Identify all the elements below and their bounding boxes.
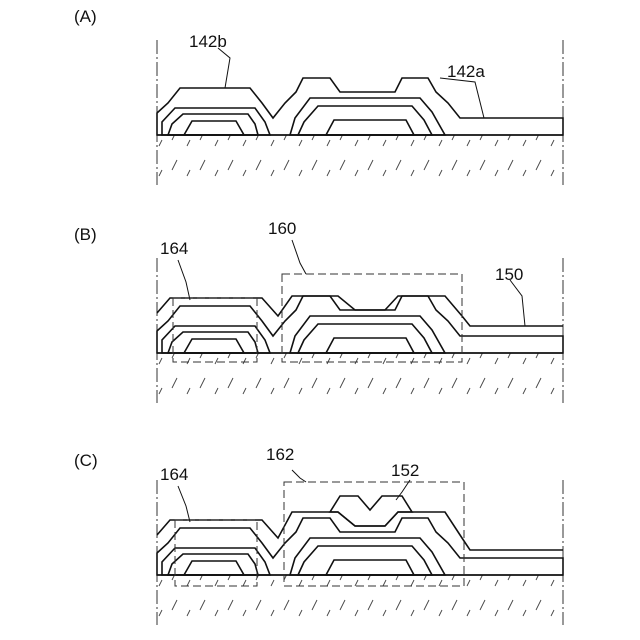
leader-160 [292,240,306,274]
leader-142a [440,78,484,118]
top-layer [157,512,563,550]
callout-164: 164 [160,465,188,484]
leader-164 [178,486,190,522]
panel-label-c: (C) [74,451,98,470]
callout-142a: 142a [447,62,485,81]
leader-162 [292,470,306,482]
panel-b: (B) 164 160 150 [74,219,563,403]
leader-164 [178,260,190,300]
panel-label-a: (A) [74,7,97,26]
layer-150 [157,296,563,326]
callout-152: 152 [391,461,419,480]
panel-a: (A) 142b 142a [74,7,563,185]
callout-162: 162 [266,445,294,464]
leader-142b [218,48,230,88]
panel-label-b: (B) [74,225,97,244]
callout-150: 150 [495,265,523,284]
callout-160: 160 [268,219,296,238]
leader-150 [510,280,525,326]
callout-142b: 142b [189,32,227,51]
callout-164: 164 [160,239,188,258]
panel-c: (C) 164 162 152 [74,445,563,625]
